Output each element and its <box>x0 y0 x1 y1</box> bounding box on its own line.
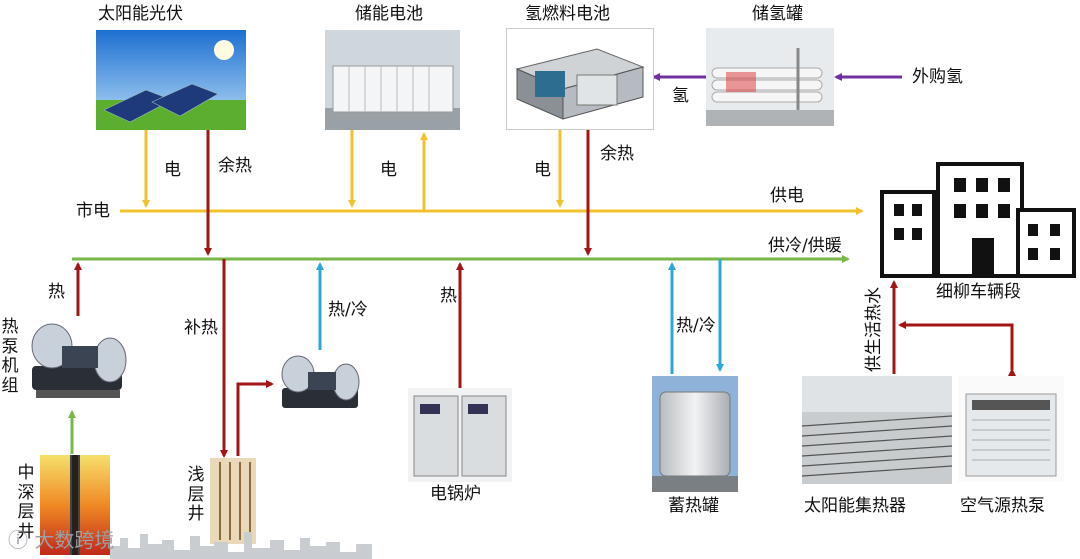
grid-label: 市电 <box>76 201 110 221</box>
skyline-silhouette <box>110 522 372 559</box>
air-source-heat-pump-image <box>958 376 1064 482</box>
hydrogen-label: 氢 <box>672 86 689 106</box>
watermark-logo-icon: ⓘ <box>8 528 28 552</box>
storage-battery-image <box>325 30 460 130</box>
solar-collector-image <box>802 376 952 484</box>
cooling-heating-supply-label: 供冷/供暖 <box>768 236 842 256</box>
hydrogen-tank-label: 储氢罐 <box>752 4 803 24</box>
watermark: ⓘ 大数跨境 <box>8 530 114 550</box>
shallow-well-image <box>210 458 256 544</box>
mid-deep-well-image <box>40 455 110 555</box>
storage-battery-label: 储能电池 <box>355 4 423 24</box>
solar-pv-label: 太阳能光伏 <box>98 4 183 24</box>
hydrogen-tank-image <box>706 28 834 126</box>
heat-pump-unit-image <box>22 316 132 408</box>
tank-flow-label: 热/冷 <box>676 316 716 336</box>
electric-boiler-image <box>408 388 512 482</box>
fuel-cell-image <box>506 28 654 130</box>
boiler-heat-label: 热 <box>440 286 457 306</box>
fuelcell-waste-heat-label: 余热 <box>600 144 634 164</box>
watermark-text: 大数跨境 <box>34 528 115 552</box>
small-heatpump-flow-label: 热/冷 <box>328 300 368 320</box>
heat-storage-tank-image <box>652 376 738 492</box>
shallow-well-line <box>236 380 274 456</box>
solar-pv-image <box>96 30 246 130</box>
fuel-cell-label: 氢燃料电池 <box>525 4 610 24</box>
fuelcell-electricity-label: 电 <box>534 160 551 180</box>
depot-label: 细柳车辆段 <box>936 282 1021 302</box>
air-source-line <box>898 321 1016 376</box>
air-source-heat-pump-label: 空气源热泵 <box>960 496 1045 516</box>
heat-pump-small-image <box>276 350 364 422</box>
battery-electricity-label: 电 <box>380 160 397 180</box>
solar-waste-heat-label: 余热 <box>218 156 252 176</box>
solar-electricity-label: 电 <box>164 160 181 180</box>
shallow-well-label: 浅层井 <box>187 465 205 525</box>
heat-storage-tank-label: 蓄热罐 <box>668 496 719 516</box>
purchased-hydrogen-label: 外购氢 <box>912 67 963 87</box>
electric-boiler-label: 电锅炉 <box>430 484 481 504</box>
domestic-hot-water-label: 供生活热水 <box>864 287 884 372</box>
heatpump-heat-label: 热 <box>48 282 65 302</box>
depot-building-icon <box>878 160 1078 280</box>
supplement-heat-label: 补热 <box>184 318 218 338</box>
power-supply-label: 供电 <box>770 186 804 206</box>
mid-deep-well-label: 中深层井 <box>17 463 35 542</box>
heat-pump-unit-label: 热泵机组 <box>1 317 19 396</box>
solar-collector-label: 太阳能集热器 <box>804 496 906 516</box>
